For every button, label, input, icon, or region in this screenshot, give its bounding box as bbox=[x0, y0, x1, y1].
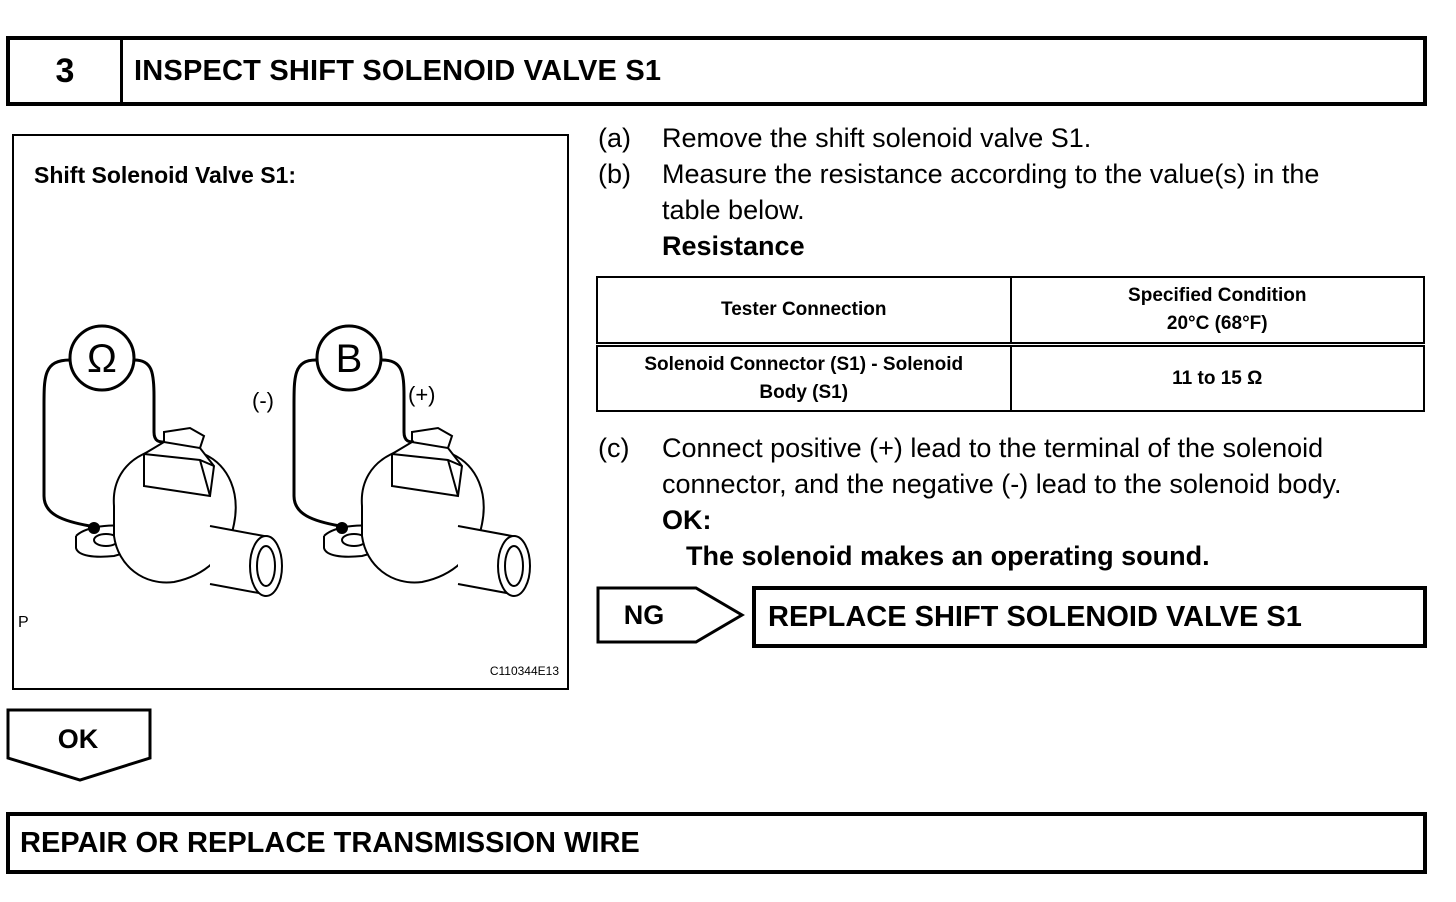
cell-specified-value: 11 to 15 Ω bbox=[1009, 343, 1425, 412]
ok-arrow: OK bbox=[6, 708, 152, 782]
ok-result-box: REPAIR OR REPLACE TRANSMISSION WIRE bbox=[6, 812, 1427, 874]
ok-label: OK bbox=[58, 724, 99, 754]
resistance-heading: Resistance bbox=[662, 231, 805, 261]
figure-p-mark: P bbox=[18, 614, 29, 631]
header-specified-condition: Specified Condition 20°C (68°F) bbox=[1009, 276, 1425, 347]
ok-criteria-text: The solenoid makes an operating sound. bbox=[686, 541, 1210, 571]
instruction-b-label: (b) bbox=[598, 159, 631, 189]
cell-tester-connection: Solenoid Connector (S1) - Solenoid Body … bbox=[596, 343, 1012, 412]
instruction-c-text-line1: Connect positive (+) lead to the termina… bbox=[662, 433, 1324, 463]
ng-arrow: NG bbox=[596, 586, 745, 644]
header-specified-condition-line2: 20°C (68°F) bbox=[1166, 313, 1268, 334]
solenoid-figure: Shift Solenoid Valve S1: Ω bbox=[12, 134, 569, 690]
instruction-c-text-line2: connector, and the negative (-) lead to … bbox=[662, 469, 1342, 499]
header-specified-condition-line1: Specified Condition bbox=[1128, 285, 1307, 306]
figure-title: Shift Solenoid Valve S1: bbox=[34, 162, 297, 188]
step-header: 3 INSPECT SHIFT SOLENOID VALVE S1 bbox=[6, 36, 1427, 106]
cell-connection-line1: Solenoid Connector (S1) - Solenoid bbox=[644, 353, 964, 375]
battery-symbol: B bbox=[336, 337, 363, 381]
instruction-b-text-line1: Measure the resistance according to the … bbox=[662, 159, 1320, 189]
ng-result-text: REPLACE SHIFT SOLENOID VALVE S1 bbox=[768, 600, 1302, 633]
ok-criteria-label: OK: bbox=[662, 505, 712, 535]
instruction-a-text: Remove the shift solenoid valve S1. bbox=[662, 123, 1092, 153]
positive-label: (+) bbox=[408, 382, 436, 407]
instructions-ab: (a) Remove the shift solenoid valve S1. … bbox=[598, 120, 1438, 270]
instruction-c-label: (c) bbox=[598, 433, 630, 463]
figure-code: C110344E13 bbox=[489, 664, 559, 678]
ok-result-text: REPAIR OR REPLACE TRANSMISSION WIRE bbox=[20, 826, 640, 859]
ohmmeter-solenoid-drawing: Ω bbox=[42, 324, 283, 597]
negative-label: (-) bbox=[252, 388, 274, 413]
table-header-row: Tester Connection Specified Condition 20… bbox=[596, 276, 1425, 347]
instruction-b-text-line2: table below. bbox=[662, 195, 805, 225]
instruction-a-label: (a) bbox=[598, 123, 631, 153]
ng-label: NG bbox=[624, 600, 665, 630]
cell-connection-line2: Body (S1) bbox=[759, 381, 849, 403]
table-row: Solenoid Connector (S1) - Solenoid Body … bbox=[596, 343, 1425, 412]
ohm-symbol: Ω bbox=[87, 337, 117, 381]
header-tester-connection: Tester Connection bbox=[596, 276, 1012, 347]
battery-solenoid-drawing: B bbox=[292, 324, 531, 597]
step-title: INSPECT SHIFT SOLENOID VALVE S1 bbox=[134, 54, 662, 87]
ng-result-box: REPLACE SHIFT SOLENOID VALVE S1 bbox=[752, 586, 1427, 648]
solenoid-diagram: Ω B (-) (+) bbox=[42, 324, 531, 597]
instruction-c: (c) Connect positive (+) lead to the ter… bbox=[598, 430, 1438, 580]
step-number: 3 bbox=[10, 40, 123, 102]
resistance-table: Tester Connection Specified Condition 20… bbox=[596, 276, 1425, 412]
